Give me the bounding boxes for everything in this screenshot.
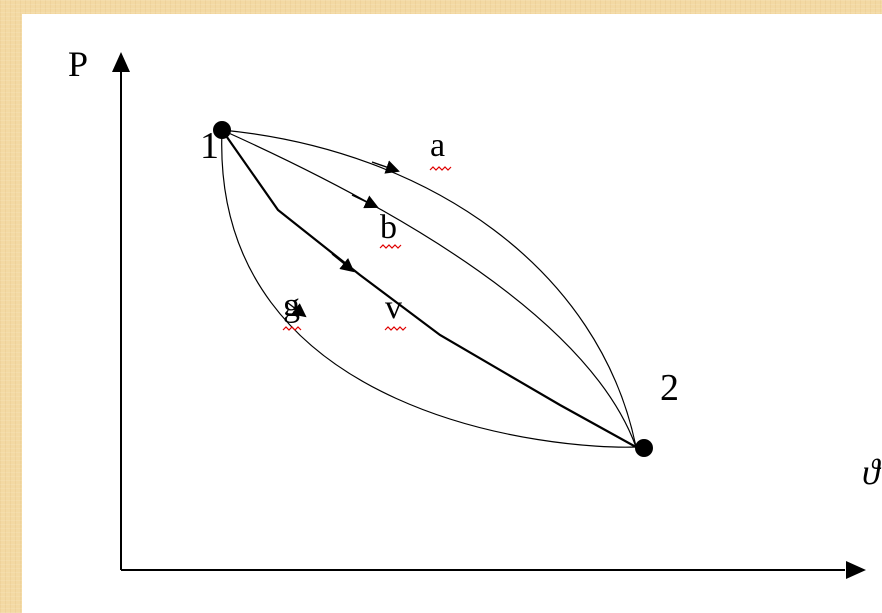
x-axis-arrow-icon bbox=[846, 561, 866, 579]
diagram-panel bbox=[22, 14, 882, 613]
spellcheck-underline-v bbox=[384, 326, 407, 331]
path-v-arrow-icon bbox=[331, 253, 355, 273]
path-a-label: a bbox=[430, 127, 445, 164]
path-a-arrow-icon bbox=[371, 160, 400, 174]
state-point-2 bbox=[635, 439, 653, 457]
path-g-label: g bbox=[283, 287, 300, 324]
path-b-curve bbox=[221, 129, 637, 448]
y-axis-arrow-icon bbox=[112, 52, 130, 72]
path-g-arrow-icon bbox=[287, 302, 307, 318]
path-v-label: v bbox=[385, 289, 402, 326]
path-b-label: b bbox=[380, 209, 397, 246]
spellcheck-underline-b bbox=[379, 244, 402, 249]
path-a-curve bbox=[221, 129, 637, 448]
path-v-curve bbox=[221, 129, 637, 448]
path-b-arrow-icon bbox=[351, 194, 379, 209]
axis-x-label: ϑ bbox=[862, 452, 882, 492]
axis-y-label: P bbox=[68, 44, 88, 84]
spellcheck-underline-a bbox=[429, 166, 452, 171]
point-2-label: 2 bbox=[660, 367, 679, 409]
state-point-1 bbox=[213, 121, 231, 139]
point-1-label: 1 bbox=[200, 125, 219, 167]
path-g-curve bbox=[221, 129, 637, 448]
spellcheck-underline-g bbox=[282, 326, 302, 331]
